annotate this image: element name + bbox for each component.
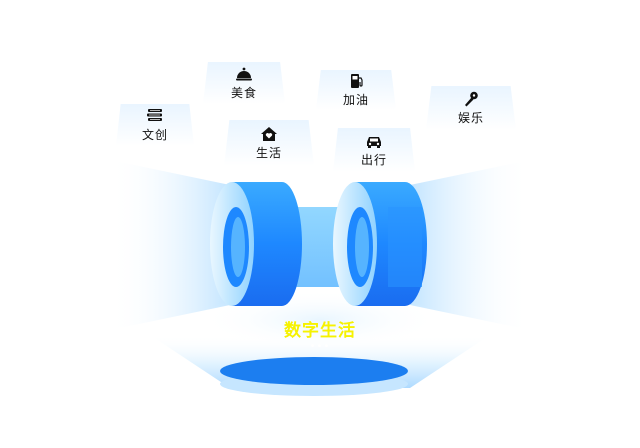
category-label: 生活 — [255, 145, 282, 160]
left-light-beam — [110, 160, 230, 330]
category-label: 文创 — [141, 127, 168, 142]
decorative-dots: ••• — [309, 341, 331, 352]
category-card-meishi[interactable]: 美食 — [203, 62, 285, 104]
platform-top — [220, 357, 408, 385]
fuel-pump-icon — [351, 73, 363, 88]
home-heart-icon — [261, 126, 277, 141]
right-cylinder — [333, 182, 427, 306]
category-card-yule[interactable]: 娱乐 — [426, 86, 516, 130]
category-label: 加油 — [342, 92, 369, 107]
left-cylinder — [210, 182, 302, 306]
microphone-icon — [465, 91, 478, 106]
books-icon — [147, 108, 162, 121]
food-cloche-icon — [236, 67, 252, 80]
category-card-wenchuang[interactable]: 文创 — [116, 104, 194, 146]
category-card-jiayou[interactable]: 加油 — [316, 70, 396, 110]
main-title: 数字生活 — [284, 321, 356, 341]
category-label: 出行 — [360, 152, 387, 167]
car-icon — [367, 136, 381, 148]
category-label: 娱乐 — [457, 110, 484, 125]
category-label: 美食 — [230, 85, 257, 100]
category-card-chuxing[interactable]: 出行 — [333, 128, 415, 172]
right-light-beam — [410, 160, 530, 330]
card-background — [333, 128, 415, 172]
category-card-shenghuo[interactable]: 生活 — [224, 120, 314, 166]
